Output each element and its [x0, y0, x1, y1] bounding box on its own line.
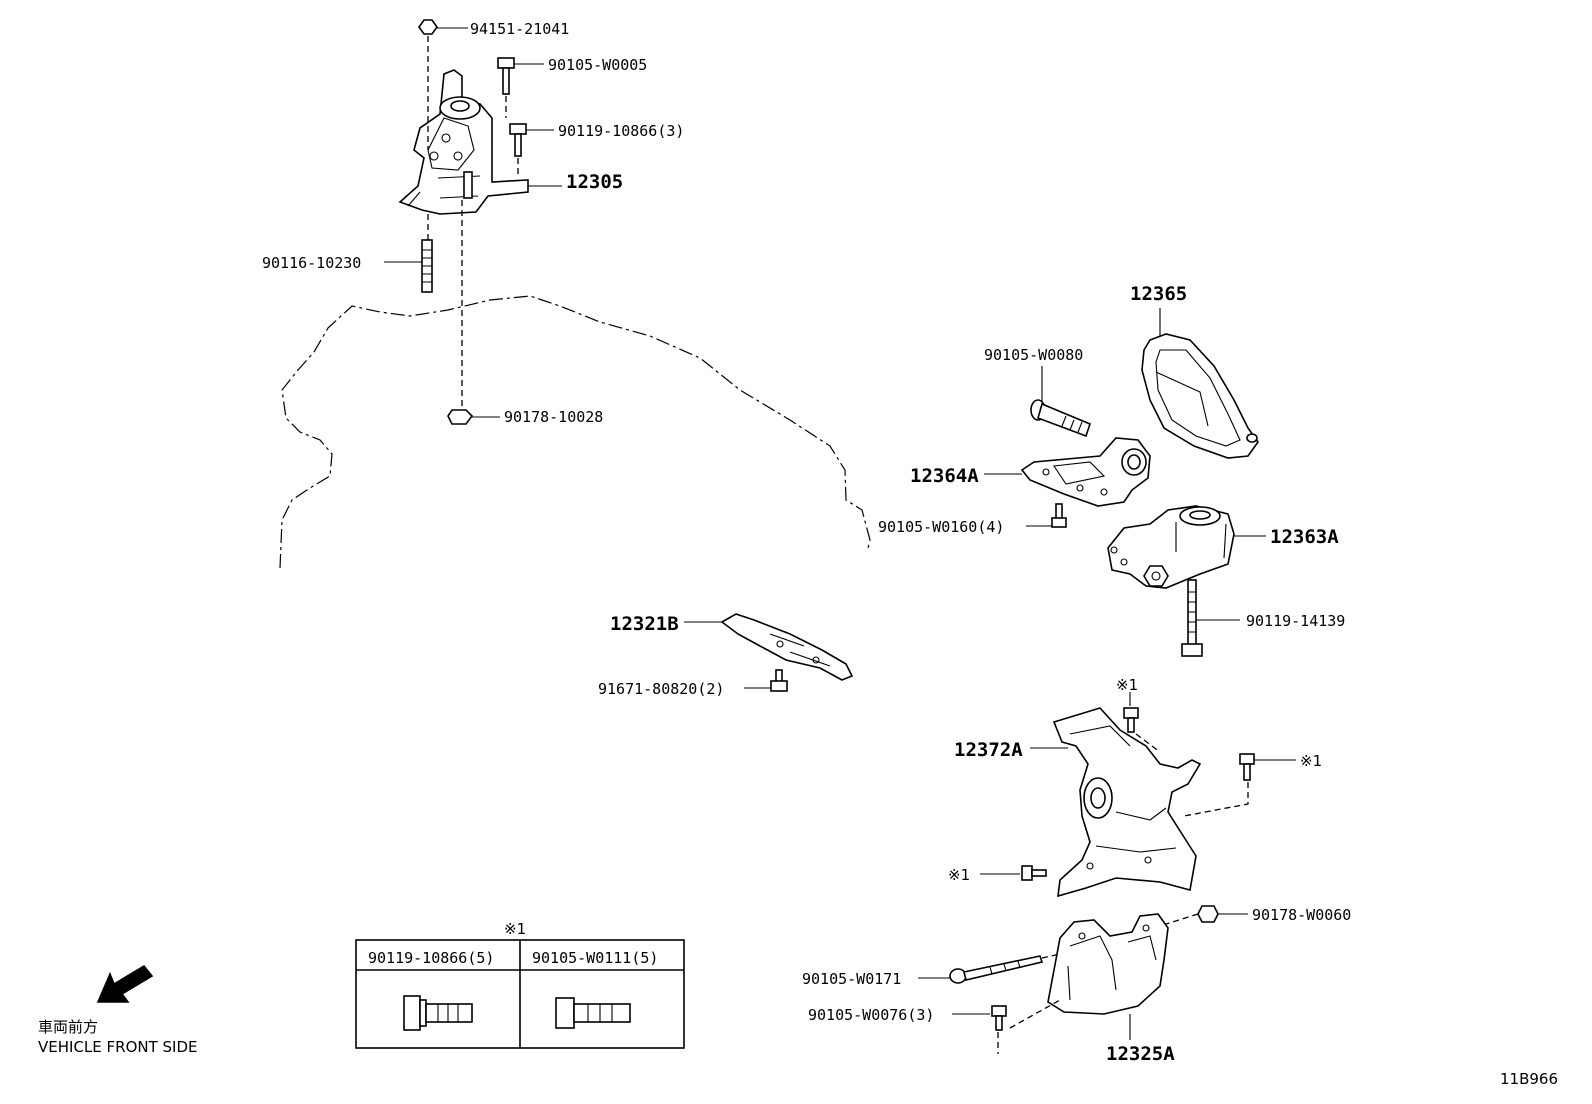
label-mark1-left: ※1 [948, 866, 970, 884]
label-90119-10866-3: 90119-10866(3) [558, 122, 684, 140]
label-12321B: 12321B [610, 613, 679, 635]
legend-bolt-2 [555, 997, 631, 1029]
label-90105-W0160-4: 90105-W0160(4) [878, 518, 1004, 536]
legend-table [355, 939, 685, 1049]
label-90105-W0080: 90105-W0080 [984, 346, 1083, 364]
label-90178-W0060: 90178-W0060 [1252, 906, 1351, 924]
bolt-90105-W0080 [1030, 366, 1091, 438]
bolt-90119-14139 [1181, 579, 1240, 657]
label-12372A: 12372A [954, 739, 1023, 761]
bolt-94151-21041 [418, 19, 468, 35]
nut-90178-W0060 [1197, 905, 1248, 923]
bracket-12372A [1030, 707, 1202, 898]
legend-mark: ※1 [504, 920, 526, 938]
label-90116-10230: 90116-10230 [262, 254, 361, 272]
label-90105-W0005: 90105-W0005 [548, 56, 647, 74]
label-12325A: 12325A [1106, 1043, 1175, 1065]
legend-bolt-1 [403, 995, 473, 1031]
label-12305: 12305 [566, 171, 623, 193]
bracket-12321B [684, 613, 854, 681]
bolt-90119-10866 [509, 123, 554, 157]
stud-90116-10230 [384, 239, 433, 293]
label-90178-10028: 90178-10028 [504, 408, 603, 426]
bolt-90105-W0005 [497, 57, 544, 95]
bolt-mark1-left [980, 865, 1047, 881]
bolt-mark1-right [1239, 753, 1296, 781]
mount-12363A [1107, 505, 1266, 589]
bolt-90105-W0160 [1026, 503, 1067, 528]
nut-90178-10028 [447, 409, 500, 425]
direction-en: VEHICLE FRONT SIDE [38, 1038, 198, 1056]
label-91671-80820-2: 91671-80820(2) [598, 680, 724, 698]
label-mark1-right: ※1 [1300, 752, 1322, 770]
label-90119-14139: 90119-14139 [1246, 612, 1345, 630]
bolt-90105-W0076 [952, 1005, 1007, 1031]
label-12364A: 12364A [910, 465, 979, 487]
bolt-91671-80820 [744, 669, 788, 692]
label-12365: 12365 [1130, 283, 1187, 305]
bracket-12325A [1047, 913, 1169, 1040]
legend-col2: 90105-W0111(5) [532, 949, 658, 967]
bolt-mark1-top [1123, 692, 1139, 733]
label-mark1-top: ※1 [1116, 676, 1138, 694]
label-94151-21041: 94151-21041 [470, 20, 569, 38]
engine-mount-12305 [398, 69, 529, 215]
label-12363A: 12363A [1270, 526, 1339, 548]
bracket-12364A [984, 437, 1151, 507]
label-90105-W0171: 90105-W0171 [802, 970, 901, 988]
vehicle-front-arrow [96, 964, 154, 1003]
legend-col1: 90119-10866(5) [368, 949, 494, 967]
bracket-12365 [1141, 308, 1259, 459]
engine-outline [279, 295, 871, 569]
direction-jp: 車両前方 [38, 1018, 98, 1036]
figure-id: 11B966 [1500, 1070, 1558, 1088]
label-90105-W0076-3: 90105-W0076(3) [808, 1006, 934, 1024]
bolt-90105-W0171 [918, 955, 1044, 984]
